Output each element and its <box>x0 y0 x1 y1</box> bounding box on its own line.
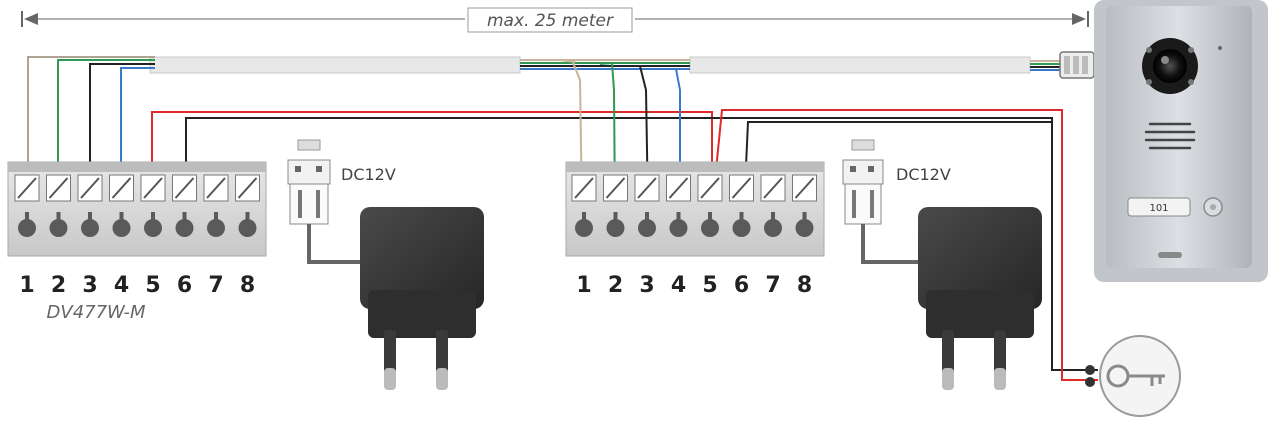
left-wires <box>27 56 1098 371</box>
left-terminal-number-5: 5 <box>145 273 160 298</box>
left-terminal-screw-1 <box>18 219 36 237</box>
dc-plug-cap <box>851 139 875 151</box>
left-terminal-number-3: 3 <box>82 273 97 298</box>
power-adapter-left: DC12V <box>287 139 484 390</box>
power-label-right: DC12V <box>896 165 951 184</box>
left-terminal-screw-8 <box>238 219 257 237</box>
monitor-model-label: DV477W-M <box>47 302 146 323</box>
dc-plug-cap <box>297 139 321 151</box>
distance-label: max. 25 meter <box>487 11 614 31</box>
left-terminal-screw-stem-5 <box>151 212 155 222</box>
middle-terminal-screw-stem-7 <box>771 212 775 222</box>
left-terminal-number-8: 8 <box>240 273 255 298</box>
left-terminal-number-6: 6 <box>177 273 192 298</box>
left-terminal-screw-7 <box>207 219 225 237</box>
middle-terminal-screw-5 <box>701 219 719 237</box>
left-terminal-number-1: 1 <box>19 273 34 298</box>
left-terminal-screw-stem-8 <box>245 212 250 222</box>
left-terminal-slot-mark-6 <box>174 177 195 199</box>
middle-terminal-screw-stem-1 <box>582 212 586 222</box>
left-terminal-screw-stem-2 <box>56 212 61 222</box>
middle-terminal-number-6: 6 <box>734 273 749 298</box>
middle-terminal-screw-8 <box>795 219 814 237</box>
power-label-left: DC12V <box>341 165 396 184</box>
middle-terminal-slot-mark-4 <box>668 177 689 199</box>
middle-terminal-number-2: 2 <box>608 273 623 298</box>
middle-terminal-slot-mark-8 <box>794 177 815 199</box>
door-station: 101 <box>1094 0 1268 282</box>
left-terminal-number-2: 2 <box>51 273 66 298</box>
left-terminal-slot-mark-8 <box>237 177 258 199</box>
left-terminal-screw-stem-6 <box>182 212 187 222</box>
middle-terminal-block <box>565 161 825 257</box>
middle-terminal-slot-mark-3 <box>637 177 657 199</box>
middle-terminal-screw-4 <box>669 219 688 237</box>
middle-terminal-screw-stem-4 <box>676 212 681 222</box>
left-terminal-block <box>7 161 267 257</box>
left-terminal-number-7: 7 <box>208 273 223 298</box>
middle-terminal-screw-stem-2 <box>613 212 618 222</box>
left-terminal-screw-5 <box>144 219 162 237</box>
middle-terminal-number-5: 5 <box>702 273 717 298</box>
connector-plug <box>1059 51 1095 79</box>
left-terminal-screw-stem-1 <box>25 212 29 222</box>
middle-terminal-number-4: 4 <box>671 273 686 298</box>
middle-terminal-screw-3 <box>638 219 656 237</box>
microphone-slot <box>1158 252 1182 258</box>
main-cable <box>149 56 1060 74</box>
left-terminal-screw-stem-7 <box>214 212 218 222</box>
left-terminal-slot-mark-4 <box>111 177 132 199</box>
left-terminal-slot-mark-5 <box>143 177 163 199</box>
middle-terminal-number-7: 7 <box>765 273 780 298</box>
middle-terminal-screw-stem-3 <box>645 212 649 222</box>
left-terminal-screw-3 <box>81 219 99 237</box>
dc-plug-head <box>287 159 331 185</box>
left-terminal-slot-mark-1 <box>17 177 37 199</box>
middle-terminal-screw-6 <box>732 219 751 237</box>
dc-plug-head <box>842 159 884 185</box>
middle-terminal-screw-1 <box>575 219 593 237</box>
key-icon <box>1106 364 1165 388</box>
nameplate <box>1127 197 1191 217</box>
middle-terminal-screw-2 <box>606 219 625 237</box>
left-terminal-slot-mark-7 <box>206 177 226 199</box>
left-terminal-screw-stem-3 <box>88 212 92 222</box>
distance-dimension: max. 25 meter <box>21 7 1089 33</box>
middle-terminal-slot-mark-1 <box>574 177 594 199</box>
distance-label-box <box>467 7 633 33</box>
left-terminal-number-4: 4 <box>114 273 129 298</box>
left-terminal-screw-2 <box>49 219 68 237</box>
nameplate-text: 101 <box>1149 203 1168 214</box>
left-terminal-screw-4 <box>112 219 131 237</box>
middle-terminal-screw-stem-8 <box>802 212 807 222</box>
middle-terminal-slot-mark-5 <box>700 177 720 199</box>
middle-terminal-screw-7 <box>764 219 782 237</box>
adapter-body <box>360 207 484 309</box>
middle-terminal-number-3: 3 <box>639 273 654 298</box>
left-terminal-screw-stem-4 <box>119 212 124 222</box>
middle-terminal-number-8: 8 <box>797 273 812 298</box>
camera-lens-icon <box>1153 49 1187 83</box>
middle-terminal-slot-mark-2 <box>605 177 626 199</box>
door-lock <box>1085 335 1181 417</box>
middle-terminal-screw-stem-5 <box>708 212 712 222</box>
middle-terminal-number-1: 1 <box>576 273 591 298</box>
middle-terminal-slot-mark-7 <box>763 177 783 199</box>
middle-terminal-screw-stem-6 <box>739 212 744 222</box>
left-terminal-slot-mark-3 <box>80 177 100 199</box>
adapter-body <box>918 207 1042 309</box>
power-adapter-right: DC12V <box>842 139 1042 390</box>
left-terminal-slot-mark-2 <box>48 177 69 199</box>
middle-terminal-slot-mark-6 <box>731 177 752 199</box>
left-terminal-screw-6 <box>175 219 194 237</box>
speaker-grille-icon <box>1144 122 1196 150</box>
